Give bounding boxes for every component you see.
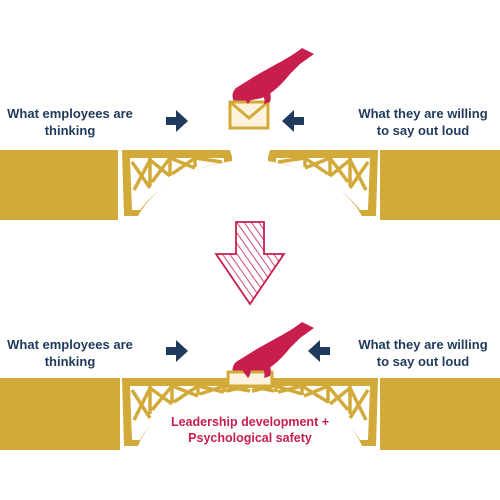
top-left-label-line2: thinking — [44, 123, 96, 138]
arrow-left-icon — [282, 110, 304, 132]
bridge-caption-line2: Psychological safety — [188, 431, 312, 445]
hand-holding-envelope-icon — [226, 322, 314, 388]
top-right-bank — [380, 150, 500, 220]
top-right-bridge-half — [268, 150, 378, 216]
bottom-full-bridge — [122, 378, 378, 446]
top-right-label-line2: to say out loud — [376, 123, 470, 138]
bridge-caption: Leadership development + Psychological s… — [160, 414, 340, 446]
bottom-right-label: What they are willing to say out loud — [350, 336, 496, 370]
hatched-down-arrow-icon — [214, 221, 286, 306]
hand-holding-envelope-icon — [228, 48, 314, 130]
bridge-caption-line1: Leadership development + — [170, 415, 330, 429]
bottom-right-label-line1: What they are willing — [358, 337, 488, 352]
top-left-label-line1: What employees are — [7, 106, 133, 121]
top-section — [0, 48, 500, 220]
top-left-bank — [0, 150, 118, 220]
bottom-left-label-line1: What employees are — [7, 337, 133, 352]
bottom-right-bank — [380, 378, 500, 450]
top-right-label-line1: What they are willing — [358, 106, 488, 121]
top-right-label: What they are willing to say out loud — [350, 105, 496, 139]
bottom-left-label-line2: thinking — [44, 354, 96, 369]
arrow-right-icon — [166, 340, 188, 362]
bottom-left-bank — [0, 378, 120, 450]
top-left-label: What employees are thinking — [0, 105, 140, 139]
arrow-right-icon — [166, 110, 188, 132]
bottom-section — [0, 322, 500, 450]
top-left-bridge-half — [122, 150, 232, 216]
arrow-left-icon — [308, 340, 330, 362]
bottom-right-label-line2: to say out loud — [376, 354, 470, 369]
bottom-left-label: What employees are thinking — [0, 336, 140, 370]
